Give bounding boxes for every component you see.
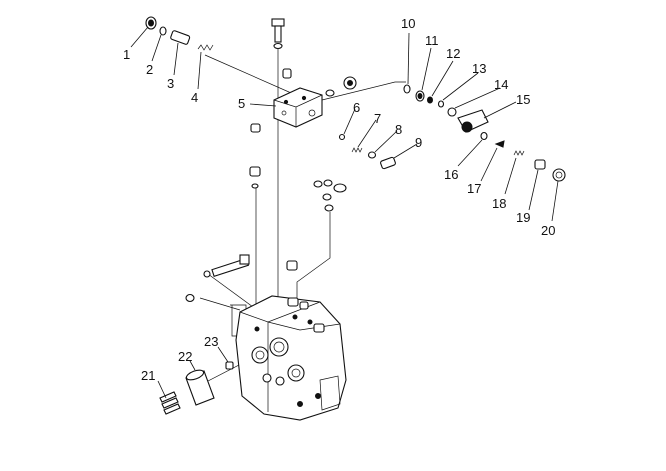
part-13-o-ring [437,100,445,108]
part-6-ball [338,133,346,141]
part-16-o-ring [480,131,488,141]
callout-15: 15 [516,92,530,107]
part-23-screw [225,361,234,370]
callout-14: 14 [494,77,508,92]
fitting-left-mid [249,166,261,189]
callout-21: 21 [141,368,155,383]
callout-22: 22 [178,349,192,364]
callout-labels: 1 2 3 4 5 6 7 8 9 10 11 12 13 14 15 16 1… [123,16,555,383]
part-21-spring [159,391,181,415]
callout-17: 17 [467,181,481,196]
callout-13: 13 [472,61,486,76]
callout-19: 19 [516,210,530,225]
callout-2: 2 [146,62,153,77]
part-1-plug [145,16,157,30]
seal-kit [313,179,347,212]
assembly-lines [199,45,406,383]
bolt-small [286,260,298,271]
part-11-nut [415,90,425,102]
callout-3: 3 [167,76,174,91]
part-8-o-ring [367,151,377,159]
part-2-o-ring [159,26,167,36]
callout-20: 20 [541,223,555,238]
part-9-plug [380,156,396,170]
part-19-nut [534,159,546,170]
callout-4: 4 [191,90,198,105]
bolt-top [271,18,285,50]
callout-7: 7 [374,111,381,126]
part-14-o-ring [447,107,457,117]
callout-6: 6 [353,100,360,115]
part-17-poppet [494,140,505,148]
part-4-spring [197,44,214,51]
part-20-cap [552,168,566,182]
callout-12: 12 [446,46,460,61]
main-valve-body [235,295,347,421]
part-15-relief-valve [457,109,489,133]
callout-23: 23 [204,334,218,349]
part-18-spring [513,150,525,156]
callout-8: 8 [395,122,402,137]
part-22-sleeve [185,369,215,406]
part-7-spring [351,147,363,153]
callout-18: 18 [492,196,506,211]
part-10-o-ring [403,84,411,94]
part-5-valve-block [250,68,357,133]
screw-left [185,293,195,303]
callout-leaders [130,26,559,399]
part-3-piston [170,30,191,45]
bolt-long [203,254,250,278]
callout-5: 5 [238,96,245,111]
callout-11: 11 [425,33,439,48]
part-12-washer [427,96,433,104]
callout-1: 1 [123,47,130,62]
callout-16: 16 [444,167,458,182]
callout-9: 9 [415,135,422,150]
callout-10: 10 [401,16,415,31]
